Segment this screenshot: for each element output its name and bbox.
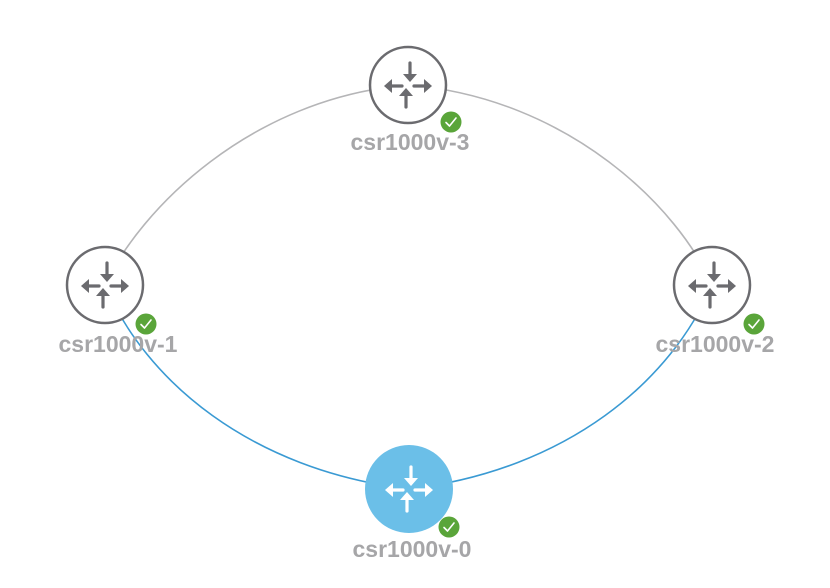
node-csr1000v-3[interactable]: csr1000v-3 [351,45,470,155]
link-csr1000v-2-csr1000v-0[interactable] [408,284,713,490]
node-circle[interactable] [365,445,453,533]
node-csr1000v-1[interactable]: csr1000v-1 [59,245,178,357]
router-icon [384,61,432,109]
node-label: csr1000v-3 [351,129,470,155]
link-csr1000v-3-csr1000v-1[interactable] [104,84,409,286]
check-icon [438,516,460,538]
check-icon [135,313,157,335]
node-circle[interactable] [368,45,448,125]
link-csr1000v-1-csr1000v-0[interactable] [104,284,410,490]
node-label: csr1000v-0 [353,536,472,562]
node-circle[interactable] [672,245,752,325]
router-icon [688,261,736,309]
node-csr1000v-2[interactable]: csr1000v-2 [656,245,775,357]
node-label: csr1000v-1 [59,331,178,357]
check-icon [743,313,765,335]
nodes-layer: csr1000v-0 csr1000v-1 csr1000v-2 csr1000v-3 [59,45,775,562]
node-label: csr1000v-2 [656,331,775,357]
check-icon [440,111,462,133]
node-csr1000v-0[interactable]: csr1000v-0 [353,445,472,562]
router-icon [385,465,433,513]
node-circle[interactable] [65,245,145,325]
router-icon [81,261,129,309]
